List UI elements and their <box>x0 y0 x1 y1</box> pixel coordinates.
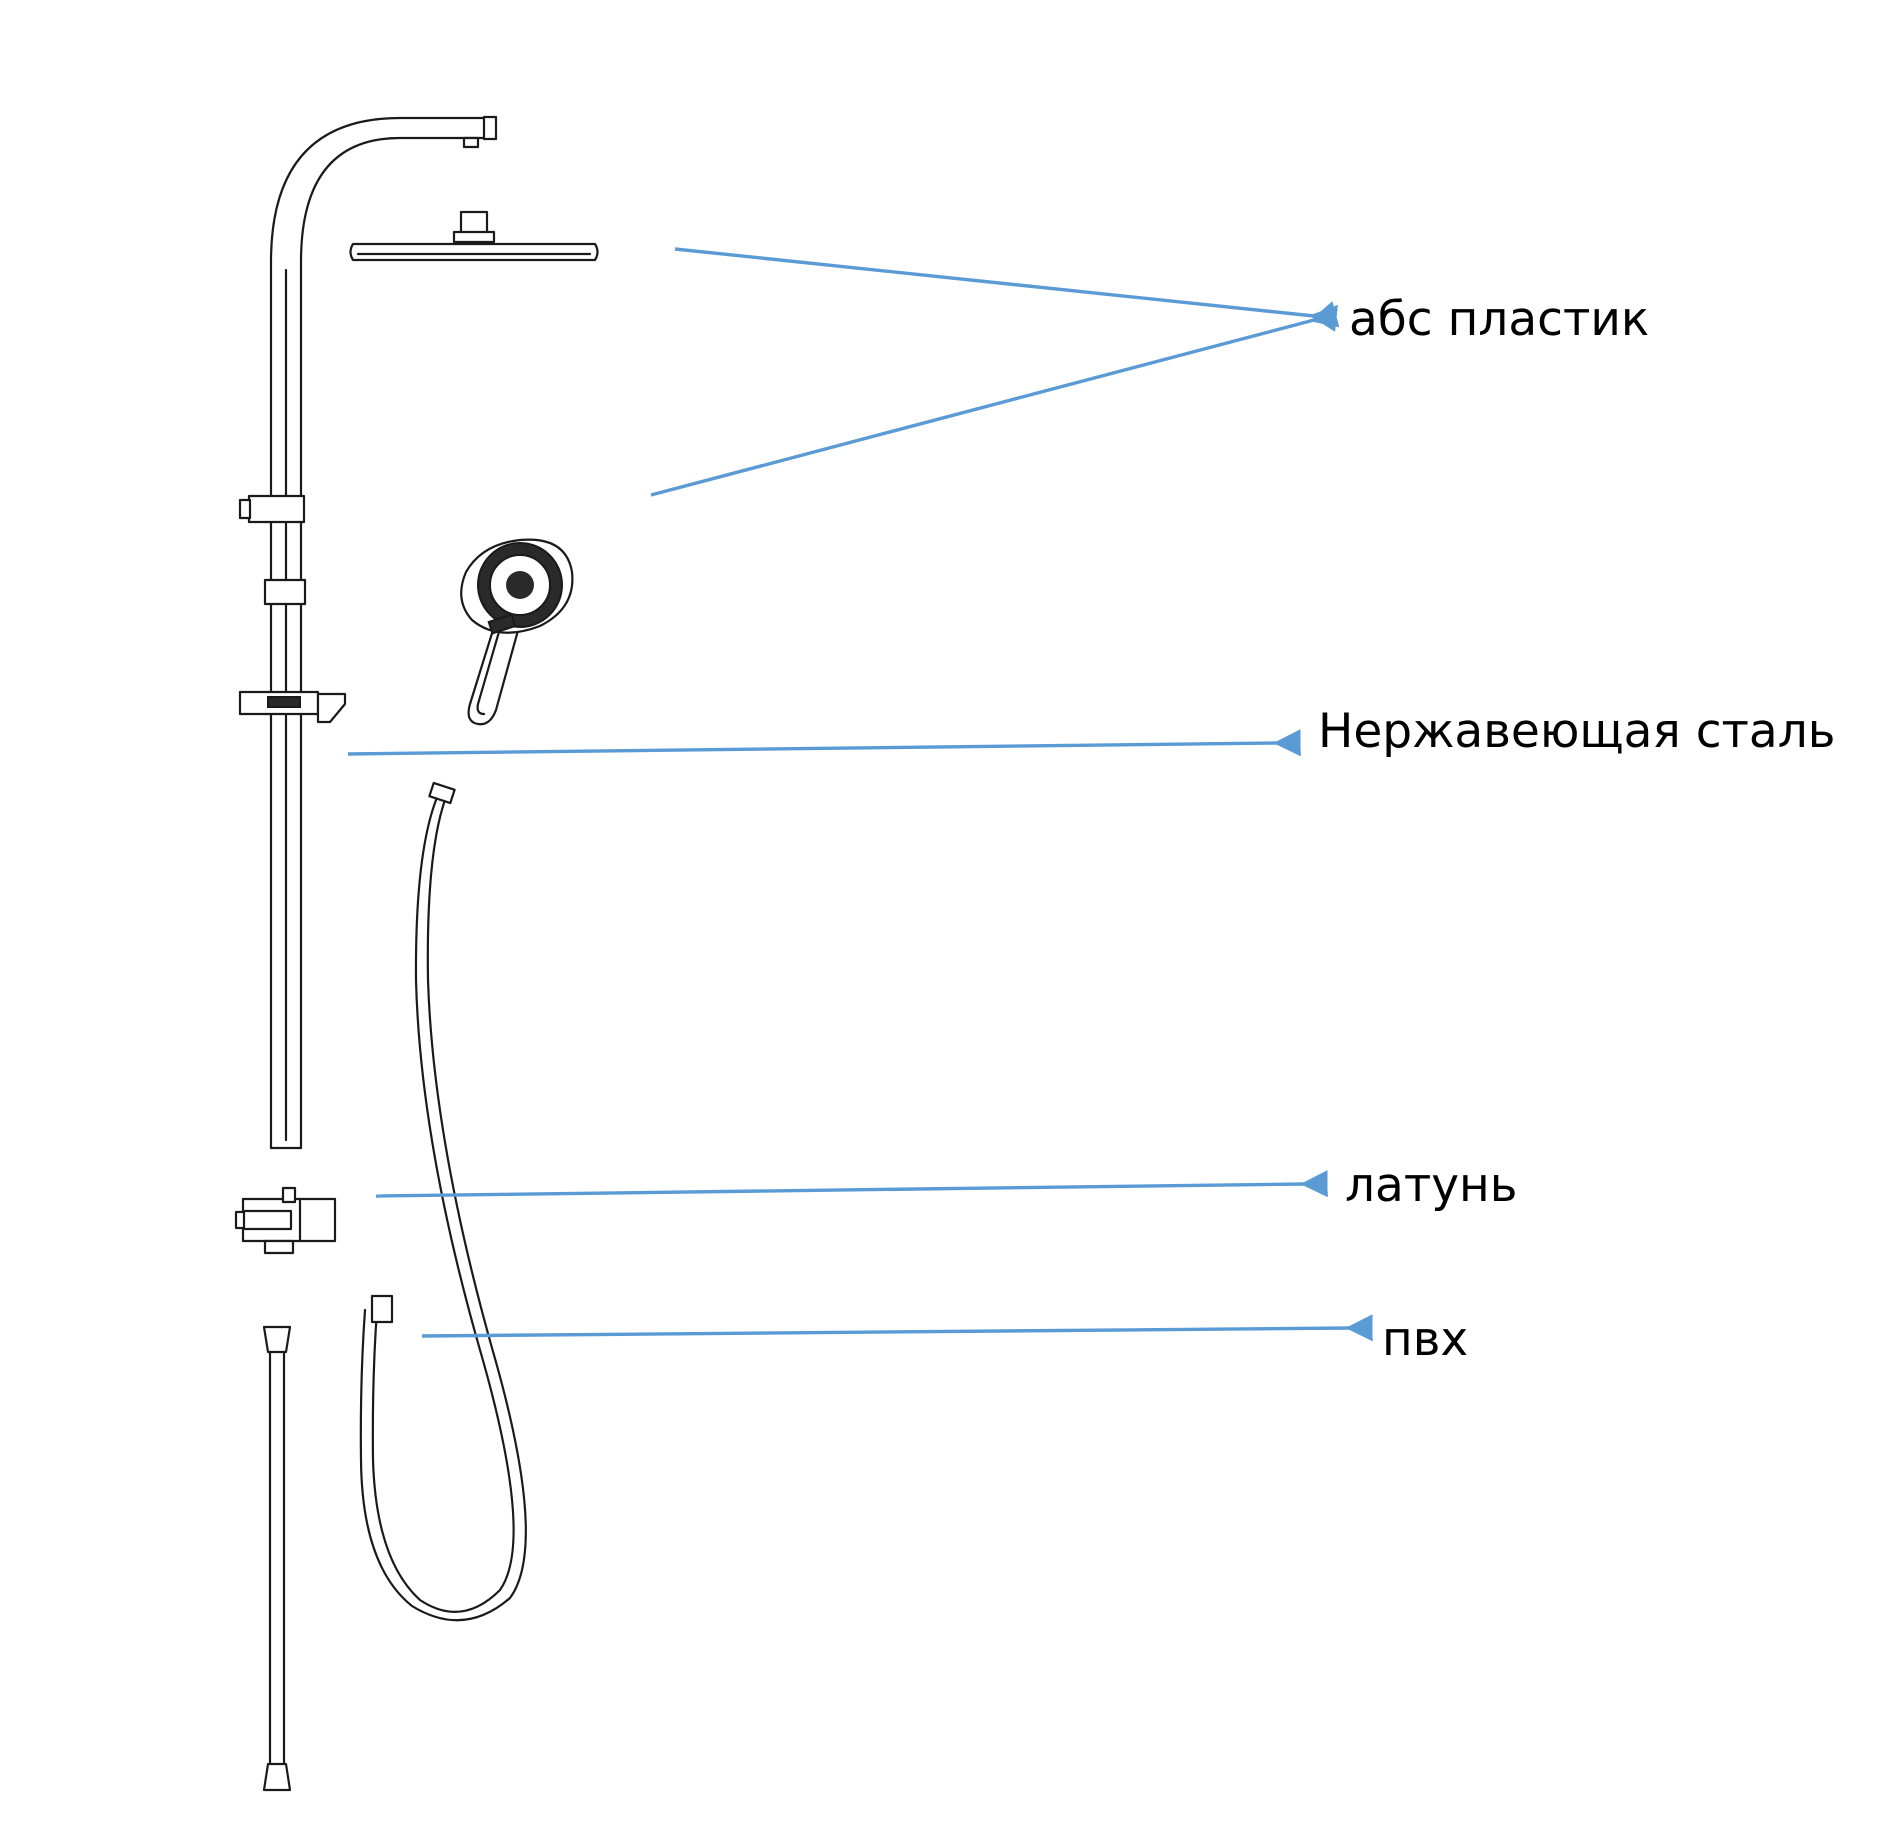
arrow-pvc-to-hose <box>421 1314 1373 1342</box>
shower-riser-column <box>269 115 498 1150</box>
arrow-abs-to-hand-shower <box>650 301 1340 497</box>
arrow-abs-to-rain-shower <box>674 247 1338 332</box>
sliding-handshower-holder <box>238 690 347 724</box>
brass-diverter-valve <box>234 1186 337 1255</box>
label-stainless-steel: Нержавеющая сталь <box>1318 704 1836 759</box>
flexible-shower-hose <box>359 781 527 1622</box>
riser-ring <box>263 578 307 606</box>
rain-shower-head <box>349 210 599 262</box>
label-abs-plastic: абс пластик <box>1349 292 1650 347</box>
connector-hose <box>262 1325 292 1792</box>
arrow-steel-to-riser <box>347 729 1301 757</box>
label-pvc: пвх <box>1382 1312 1469 1367</box>
arrow-brass-to-diverter <box>375 1170 1328 1198</box>
label-brass: латунь <box>1345 1158 1518 1213</box>
hand-shower <box>460 538 574 726</box>
riser-wall-bracket <box>238 494 306 524</box>
